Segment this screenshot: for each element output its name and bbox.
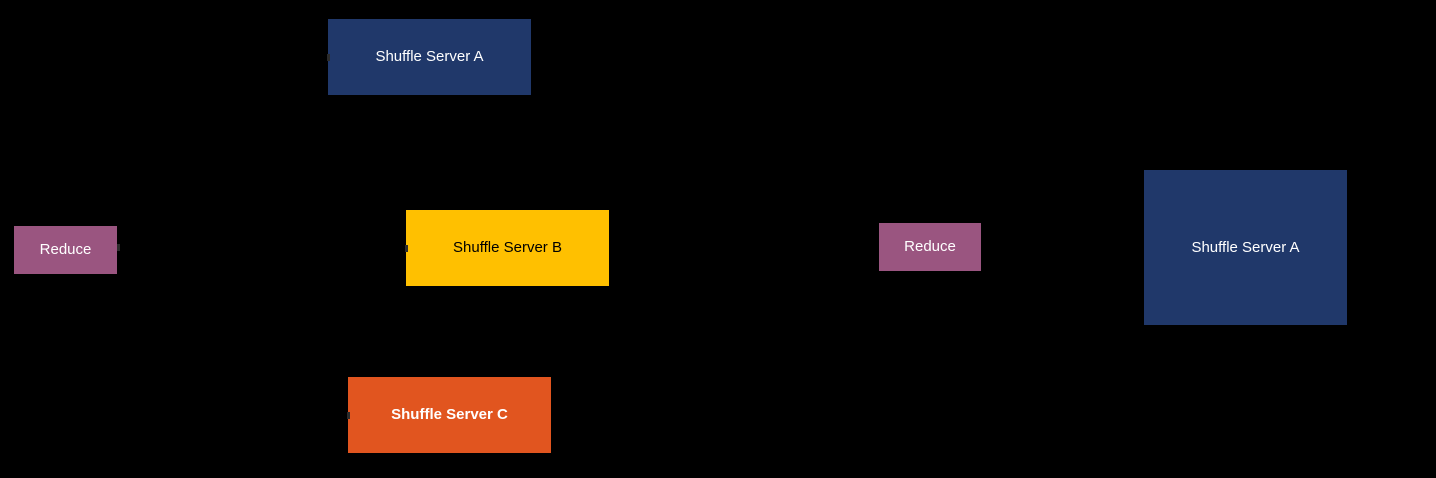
node-label: Shuffle Server A bbox=[1191, 238, 1300, 256]
node-shuffle-server-a-top[interactable]: Shuffle Server A bbox=[328, 19, 531, 95]
node-label: Reduce bbox=[39, 241, 92, 258]
edge-stub-arrowhead bbox=[327, 54, 330, 61]
node-shuffle-server-c[interactable]: Shuffle Server C bbox=[348, 377, 551, 453]
node-reduce-left[interactable]: Reduce bbox=[14, 226, 117, 274]
edge-stub-arrowhead bbox=[347, 412, 350, 419]
edge-stub-arrowhead bbox=[117, 244, 120, 251]
edge-stub-arrowhead bbox=[405, 245, 408, 252]
node-label: Reduce bbox=[904, 238, 956, 255]
node-label: Shuffle Server C bbox=[391, 406, 508, 423]
node-reduce-right[interactable]: Reduce bbox=[879, 223, 981, 271]
node-label: Shuffle Server A bbox=[375, 48, 484, 65]
node-shuffle-server-b[interactable]: Shuffle Server B bbox=[406, 210, 609, 286]
node-label: Shuffle Server B bbox=[453, 239, 562, 256]
node-shuffle-server-a-right[interactable]: Shuffle Server A bbox=[1144, 170, 1347, 325]
